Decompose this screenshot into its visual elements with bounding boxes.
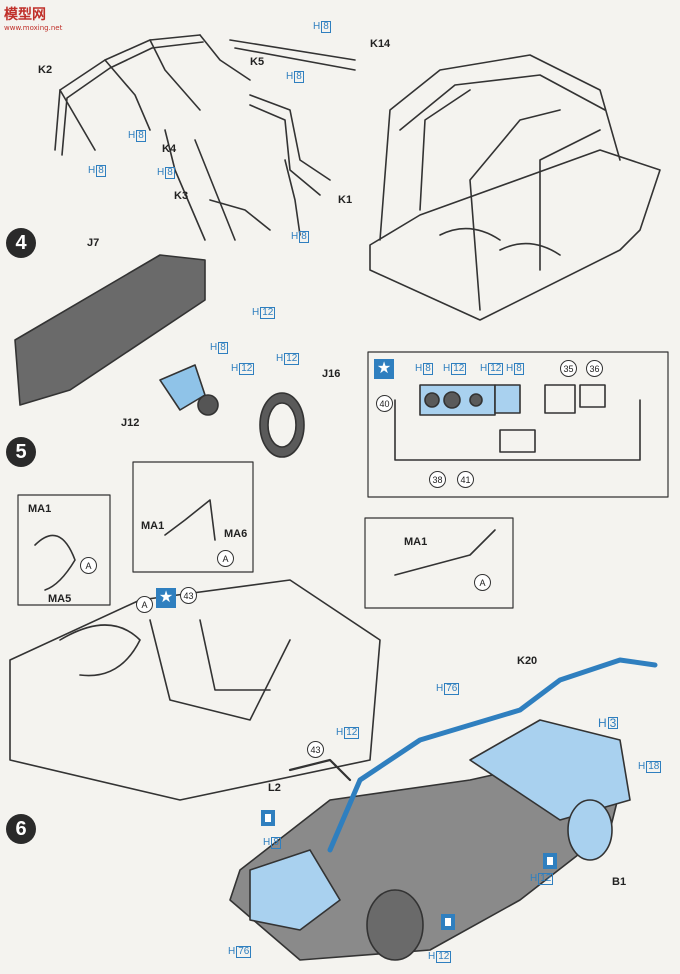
label-ma1-left: MA1 bbox=[28, 503, 52, 515]
step-5-badge: 5 bbox=[6, 437, 36, 467]
label-k5: K5 bbox=[250, 56, 265, 68]
callout-a-left: A bbox=[80, 557, 97, 574]
callout-a-body: A bbox=[136, 596, 153, 613]
inset-dash bbox=[394, 384, 641, 461]
pin-icon-1 bbox=[261, 810, 275, 826]
label-ma1-right: MA1 bbox=[404, 536, 428, 548]
logo-text: 模型网 bbox=[4, 7, 46, 23]
label-k14: K14 bbox=[370, 38, 391, 50]
step-6-badge: 6 bbox=[6, 814, 36, 844]
star-icon-inset: ★ bbox=[374, 359, 394, 379]
roll-cage-exploded bbox=[54, 34, 356, 241]
pin-icon-3 bbox=[441, 914, 455, 930]
callout-43-top: 43 bbox=[180, 587, 197, 604]
label-j16: J16 bbox=[322, 368, 341, 380]
step-4-badge: 4 bbox=[6, 228, 36, 258]
callout-43-bottom: 43 bbox=[307, 741, 324, 758]
callout-a-right: A bbox=[474, 574, 491, 591]
label-k1: K1 bbox=[338, 194, 353, 206]
logo-url: www.moxing.net bbox=[4, 24, 63, 32]
chassis-pan bbox=[229, 719, 631, 961]
label-ma1-mid: MA1 bbox=[141, 520, 165, 532]
label-ma5: MA5 bbox=[48, 593, 72, 605]
callout-35: 35 bbox=[560, 360, 577, 377]
label-k4: K4 bbox=[162, 143, 177, 155]
site-logo: 模型网 www.moxing.net bbox=[4, 4, 62, 32]
callout-38: 38 bbox=[429, 471, 446, 488]
label-ma6: MA6 bbox=[224, 528, 248, 540]
label-j12: J12 bbox=[121, 417, 140, 429]
callout-41: 41 bbox=[457, 471, 474, 488]
label-k3: K3 bbox=[174, 190, 189, 202]
pin-icon-2 bbox=[543, 853, 557, 869]
callout-a-mid: A bbox=[217, 550, 234, 567]
star-icon-step5: ★ bbox=[156, 588, 176, 608]
callout-36: 36 bbox=[586, 360, 603, 377]
label-k2: K2 bbox=[38, 64, 53, 76]
label-l2: L2 bbox=[268, 782, 281, 794]
label-k20: K20 bbox=[517, 655, 538, 667]
dashboard-assembly bbox=[14, 254, 305, 458]
body-assembled bbox=[369, 54, 661, 321]
label-b1: B1 bbox=[612, 876, 627, 888]
label-j7: J7 bbox=[87, 237, 100, 249]
callout-40: 40 bbox=[376, 395, 393, 412]
